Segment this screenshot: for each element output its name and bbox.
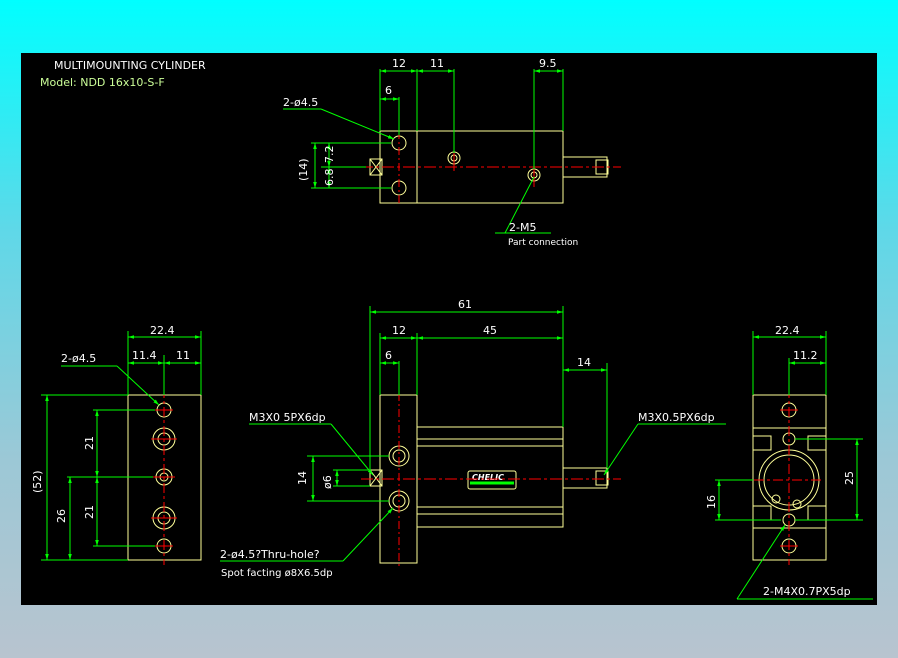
brand-text: CHELIC [472, 473, 504, 482]
top-hole-label: 2-ø4.5 [283, 96, 318, 109]
left-hole-label: 2-ø4.5 [61, 352, 96, 365]
cad-drawing: MULTIMOUNTING CYLINDER Model: NDD 16x10-… [31, 57, 873, 600]
left-side-view: 22.4 11.4 11 2-ø4.5 (52) 21 21 26 [31, 324, 202, 565]
front-hole-note: 2-ø4.5?Thru-hole? [220, 548, 320, 561]
top-port-note: Part connection [508, 238, 578, 248]
right-dim-11-2: 11.2 [793, 349, 818, 362]
front-rod [562, 467, 608, 489]
top-dim-6: 6 [385, 84, 392, 97]
front-dim-12: 12 [392, 324, 406, 337]
drawing-title: MULTIMOUNTING CYLINDER [54, 59, 206, 72]
front-view: CHELIC 61 12 45 6 14 M3X0 5PX6dp M3X0.5P… [220, 298, 726, 579]
left-dim-26: 26 [55, 509, 68, 523]
front-dim-14-right: 14 [577, 356, 591, 369]
drawing-sheet: MULTIMOUNTING CYLINDER Model: NDD 16x10-… [21, 53, 877, 605]
front-dim-45: 45 [483, 324, 497, 337]
top-dim-6-8: 6.8 [323, 169, 336, 187]
right-dim-16: 16 [705, 495, 718, 509]
left-dim-21a: 21 [83, 436, 96, 450]
left-dim-22-4: 22.4 [150, 324, 175, 337]
left-dim-21b: 21 [83, 505, 96, 519]
top-port-label: 2-M5 [509, 221, 536, 234]
top-dim-14: (14) [297, 158, 310, 181]
front-dim-phi6: ø6 [321, 475, 334, 489]
right-dim-22-4: 22.4 [775, 324, 800, 337]
top-dim-12: 12 [392, 57, 406, 70]
front-rod-end [595, 470, 609, 486]
top-dim-11: 11 [430, 57, 444, 70]
front-end-nut [369, 469, 383, 487]
model-label: Model: NDD 16x10-S-F [40, 76, 165, 89]
right-side-view: 22.4 11.2 25 16 2-M4X0.7PX5dp [705, 324, 873, 600]
brand-label [467, 470, 517, 490]
front-dim-14-left: 14 [296, 471, 309, 485]
left-dim-11-4: 11.4 [132, 349, 157, 362]
top-dim-7-2: 7.2 [323, 146, 336, 164]
top-view: 12 11 9.5 6 2-ø4.5 (14) 7.2 6.8 2-M5 Par… [283, 57, 621, 248]
front-thread-right: M3X0.5PX6dp [638, 411, 715, 424]
right-dim-25: 25 [843, 471, 856, 485]
front-spot-note: Spot facting ø8X6.5dp [221, 568, 333, 579]
left-dim-52: (52) [31, 470, 44, 493]
front-dim-6: 6 [385, 349, 392, 362]
front-thread-left: M3X0 5PX6dp [249, 411, 326, 424]
top-dim-9-5: 9.5 [539, 57, 557, 70]
right-thread-label: 2-M4X0.7PX5dp [763, 585, 851, 598]
front-dim-61: 61 [458, 298, 472, 311]
left-dim-11: 11 [176, 349, 190, 362]
